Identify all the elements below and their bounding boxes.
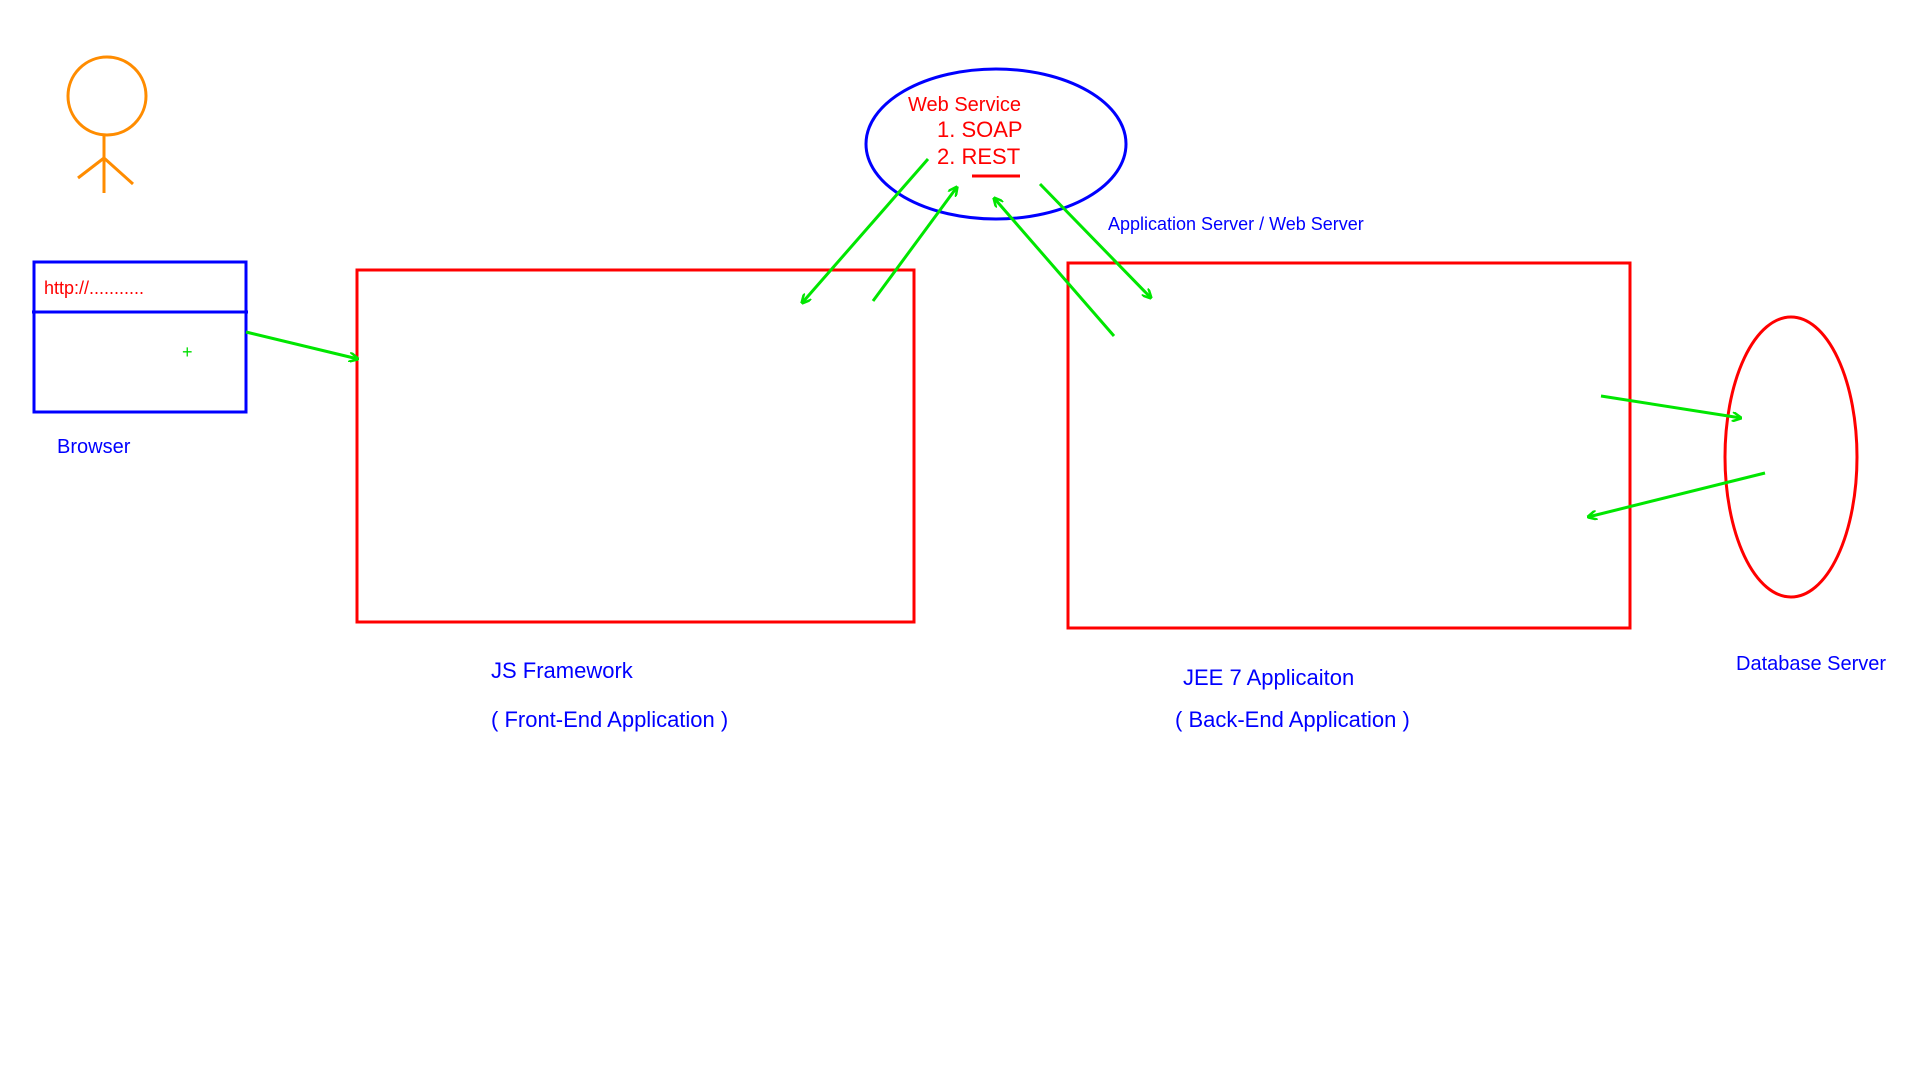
user-right-arm — [102, 156, 135, 186]
connection-arrows — [245, 158, 1766, 517]
database-ellipse — [1723, 315, 1859, 599]
frontend-subtitle: ( Front-End Application ) — [491, 707, 729, 732]
arrow-database-to-backend — [1588, 471, 1766, 517]
web-service-item-rest: 2. REST — [937, 144, 1021, 169]
app-server-label: Application Server / Web Server — [1108, 214, 1364, 234]
user-stick-figure-icon — [66, 55, 148, 193]
database-label: Database Server — [1736, 653, 1887, 675]
user-head — [66, 55, 148, 137]
web-service-ellipse — [864, 67, 1128, 221]
browser-frame — [32, 260, 248, 414]
arrow-frontend-to-webservice — [871, 187, 957, 302]
browser-window — [32, 260, 248, 414]
frontend-app-box — [355, 268, 916, 624]
arrow-browser-to-frontend — [245, 330, 358, 359]
user-left-arm — [77, 156, 105, 180]
browser-label: Browser — [57, 436, 131, 458]
backend-subtitle: ( Back-End Application ) — [1175, 707, 1410, 732]
browser-url-text: http://........... — [44, 278, 145, 298]
arrow-webservice-to-frontend — [802, 158, 930, 303]
arrow-webservice-to-backend — [1038, 182, 1151, 298]
arrow-backend-to-webservice — [994, 198, 1116, 337]
cursor-crosshair-icon: + — [182, 342, 193, 362]
arrow-backend-to-database — [1600, 394, 1741, 418]
backend-app-box — [1066, 261, 1632, 630]
backend-title: JEE 7 Applicaiton — [1183, 665, 1355, 690]
web-service-item-soap: 1. SOAP — [937, 117, 1023, 142]
web-service-title: Web Service — [908, 94, 1022, 116]
frontend-title: JS Framework — [491, 658, 633, 683]
